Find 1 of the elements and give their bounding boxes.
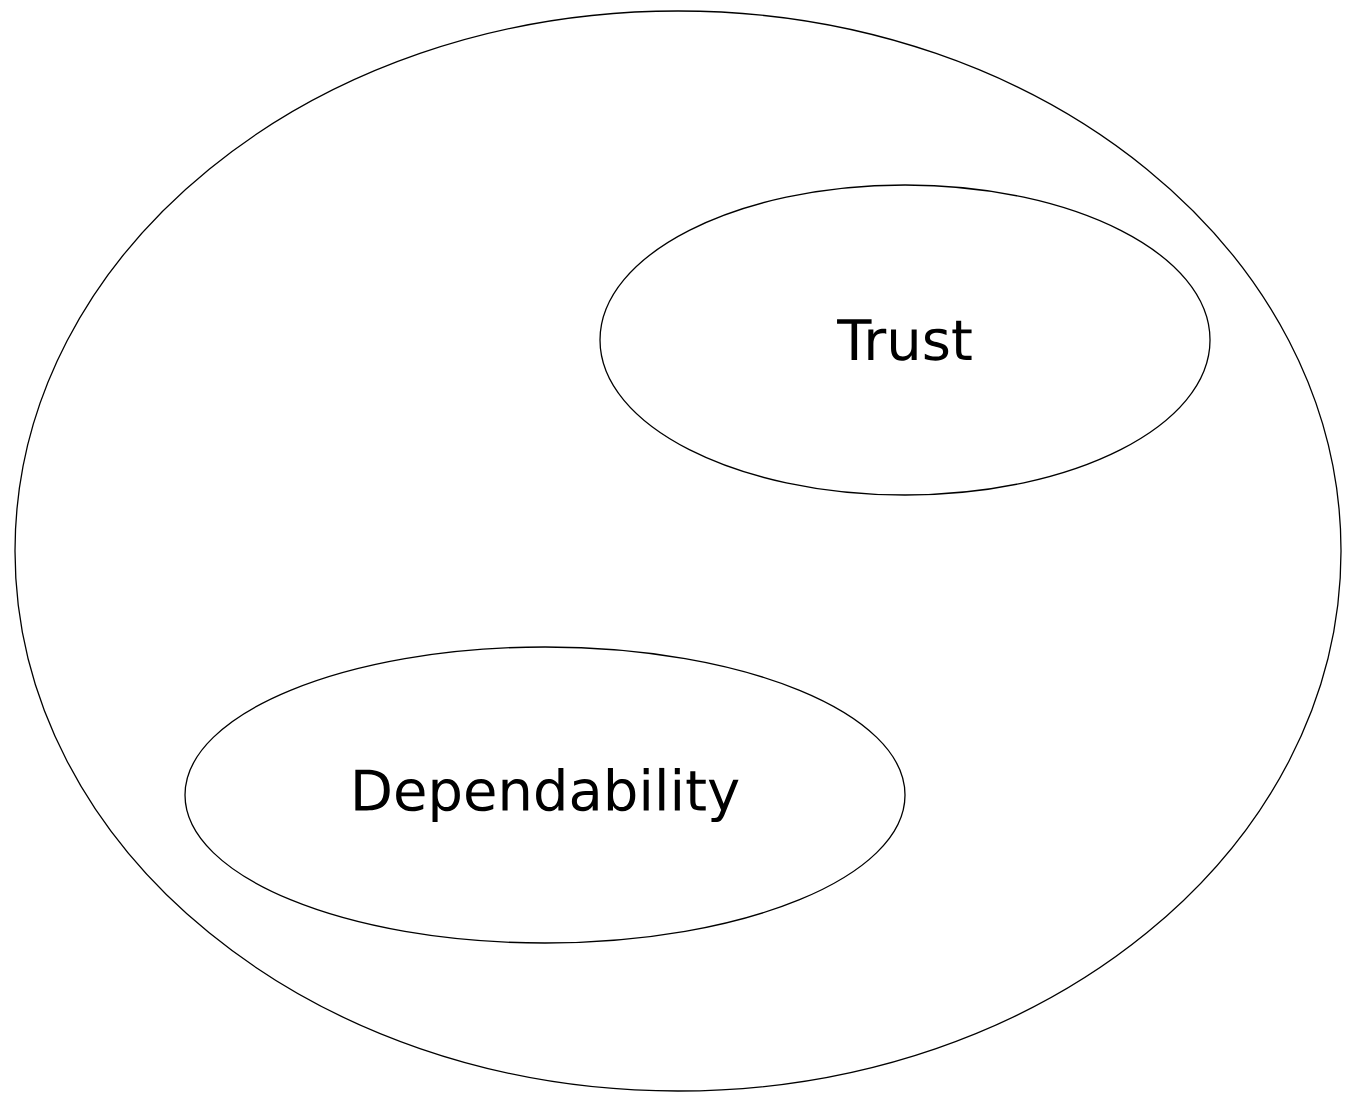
circle — [14, 10, 1342, 1092]
